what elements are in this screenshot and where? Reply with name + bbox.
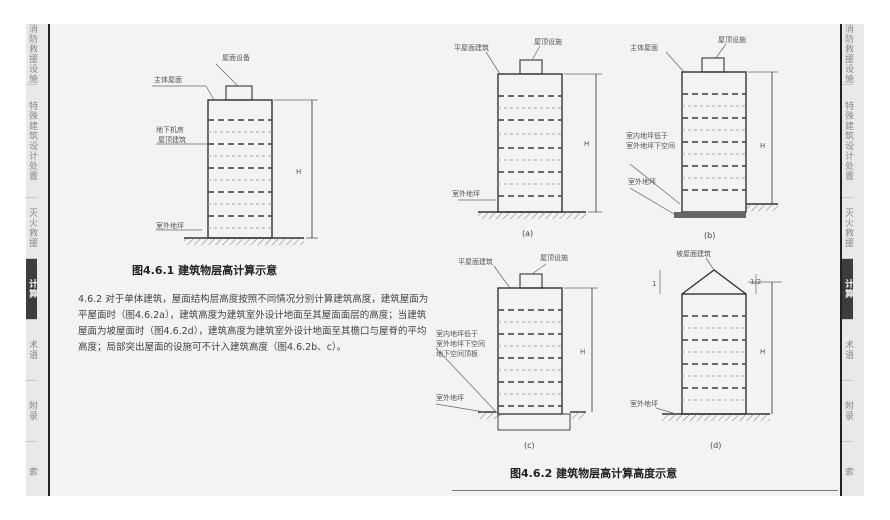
fig2c-top-left-label: 平屋面建筑	[458, 257, 493, 266]
fig2c-top-right-label: 屋顶设施	[540, 253, 568, 262]
fig1-ground-label: 室外地坪	[156, 221, 184, 230]
left-tab-3[interactable]: 灭火救援	[26, 198, 37, 259]
right-chapter-tabs: 消防救援设施 特殊建筑设计处置 灭火救援 计算 术语 附录 索	[840, 24, 864, 496]
left-tab-7[interactable]: 索	[26, 442, 37, 496]
fig2a-ground-label: 室外地坪	[452, 189, 480, 198]
fig2b-side2-label: 室外地坪下空间	[626, 141, 675, 150]
fig2b-top-right-label: 屋顶设施	[718, 35, 746, 44]
fig2d-left-label: 1	[652, 280, 656, 288]
fig2a-panel-label: (a)	[522, 229, 533, 238]
right-tab-2[interactable]: 特殊建筑设计处置	[842, 85, 853, 198]
bottom-rule	[452, 490, 838, 491]
fig2a-top-left-label: 平屋面建筑	[454, 43, 489, 52]
fig2a-h-label: H	[584, 140, 589, 148]
fig2c-side3-label: 地下空间顶板	[436, 349, 478, 358]
left-tab-2[interactable]: 特殊建筑设计处置	[26, 85, 37, 198]
fig2c-side1-label: 室内地坪低于	[436, 329, 478, 338]
fig2b-panel-label: (b)	[704, 231, 715, 240]
right-tab-7[interactable]: 索	[842, 442, 853, 496]
left-tab-1[interactable]: 消防救援设施	[26, 24, 37, 85]
fig2d-mid-label: 1/2	[750, 278, 761, 286]
figure-1-building: H 屋面设备 主体屋面 地下机房 屋顶建筑 室外地坪	[152, 53, 318, 245]
left-tab-4[interactable]: 计算	[26, 259, 37, 320]
fig1-sub-mid-label: 地下机房	[156, 125, 184, 134]
fig1-sub-mid2-label: 屋顶建筑	[158, 135, 186, 144]
right-tab-6[interactable]: 附录	[842, 381, 853, 442]
figure-2d-building: H 坡屋面建筑 1/2 1 室外地坪 (d)	[630, 249, 782, 450]
figure-1-caption: 图4.6.1 建筑物层高计算示意	[132, 264, 278, 277]
fig2d-top-label: 坡屋面建筑	[676, 249, 711, 258]
left-tab-6[interactable]: 附录	[26, 381, 37, 442]
fig1-h-label: H	[296, 168, 301, 176]
fig2c-ground-label: 室外地坪	[436, 393, 464, 402]
fig2d-panel-label: (d)	[710, 441, 721, 450]
fig2b-side1-label: 室内地坪低于	[626, 131, 668, 140]
right-tab-3[interactable]: 灭火救援	[842, 198, 853, 259]
figure-2a-building: H 平屋面建筑 屋顶设施 室外地坪 (a)	[452, 37, 602, 238]
fig2d-h-label: H	[760, 348, 765, 356]
document-page: 消防救援设施 特殊建筑设计处置 灭火救援 计算 术语 附录 索 消防救援设施 特…	[26, 24, 864, 496]
fig2c-side2-label: 室外地坪下空间	[436, 339, 485, 348]
fig2b-h-label: H	[760, 142, 765, 150]
fig2c-panel-label: (c)	[524, 441, 535, 450]
fig2a-top-right-label: 屋顶设施	[534, 37, 562, 46]
fig2b-top-left-label: 主体屋面	[630, 43, 658, 52]
figure-2-caption: 图4.6.2 建筑物层高计算高度示意	[510, 467, 678, 480]
right-tab-5[interactable]: 术语	[842, 320, 853, 381]
fig2b-ground-label: 室外地坪	[628, 177, 656, 186]
body-paragraph: 4.6.2 对于单体建筑，屋面结构层高度按照不同情况分别计算建筑高度，建筑屋面为…	[78, 294, 429, 353]
fig1-main-roof-label: 主体屋面	[154, 75, 182, 84]
diagram-canvas: H 屋面设备 主体屋面 地下机房 屋顶建筑 室外地坪	[152, 35, 782, 450]
fig1-roof-eq-label: 屋面设备	[222, 53, 250, 62]
right-tab-4[interactable]: 计算	[842, 259, 853, 320]
figure-2c-building: H 平屋面建筑 屋顶设施 室内地坪低于 室外地坪下空间 地下空间顶板 室外地坪 …	[435, 253, 598, 450]
right-tab-1[interactable]: 消防救援设施	[842, 24, 853, 85]
figure-2b-building: H 主体屋面 屋顶设施 室内地坪低于 室外地坪下空间 室外地坪 (b)	[626, 35, 778, 240]
fig2d-ground-label: 室外地坪	[630, 399, 658, 408]
left-tab-5[interactable]: 术语	[26, 320, 37, 381]
fig2c-h-label: H	[580, 348, 585, 356]
left-chapter-tabs: 消防救援设施 特殊建筑设计处置 灭火救援 计算 术语 附录 索	[26, 24, 50, 496]
